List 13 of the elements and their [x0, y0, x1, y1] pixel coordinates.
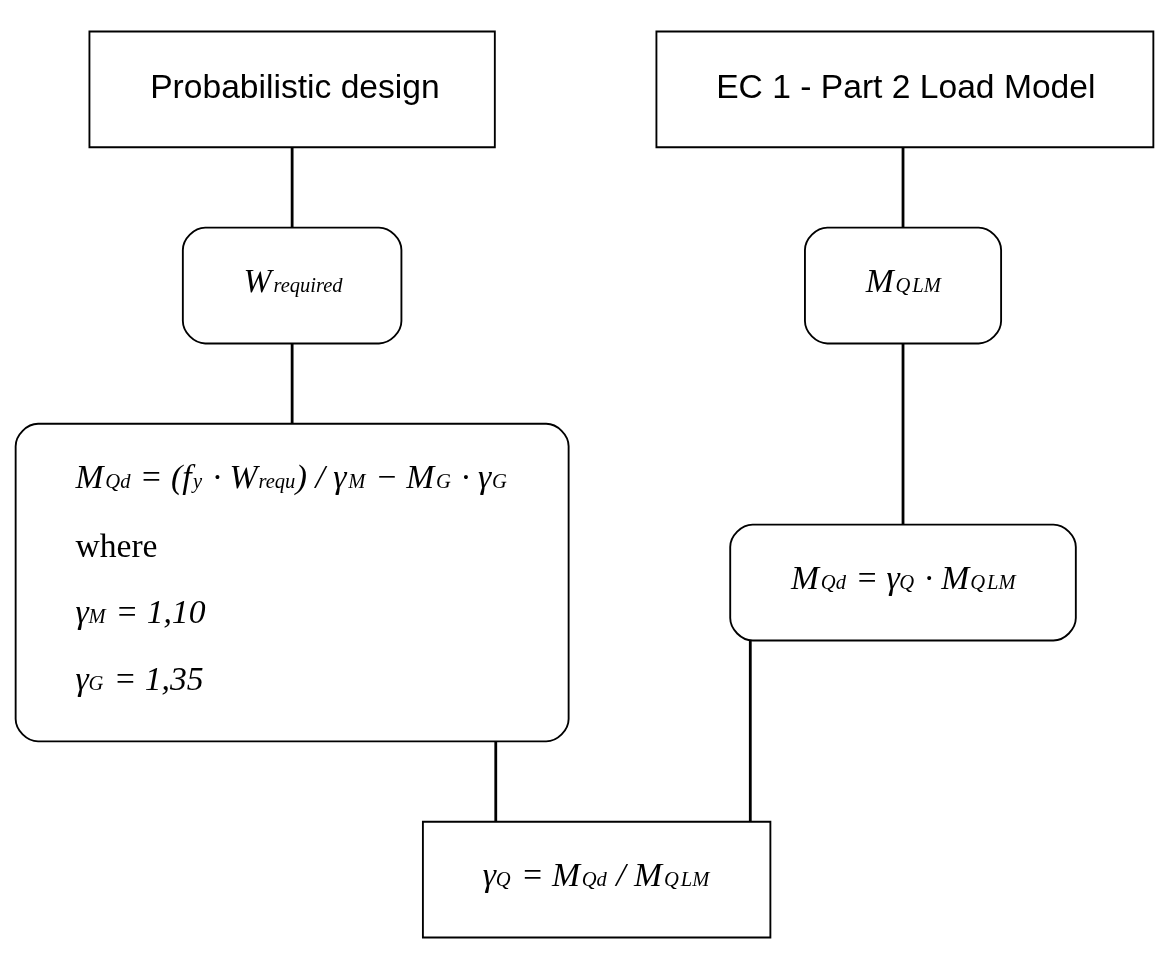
- connector: [901, 147, 905, 228]
- node-box: γQ = MQd / MQLM: [421, 820, 772, 939]
- connector: [901, 343, 905, 525]
- connector: [748, 640, 752, 822]
- node-box: MQd = (fy · Wrequ) / γM − MG · γG where γM = 1,10 γG = 1,35: [14, 422, 570, 743]
- node-box: EC 1 - Part 2 Load Model: [655, 30, 1155, 149]
- node-box: Wrequired: [181, 226, 403, 345]
- node-box: Probabilistic design: [88, 30, 496, 149]
- connector: [290, 147, 294, 228]
- node-box: MQLM: [804, 226, 1003, 345]
- node-box: MQd = γQ · MQLM: [729, 523, 1077, 642]
- connector: [290, 343, 294, 424]
- connector: [494, 741, 498, 822]
